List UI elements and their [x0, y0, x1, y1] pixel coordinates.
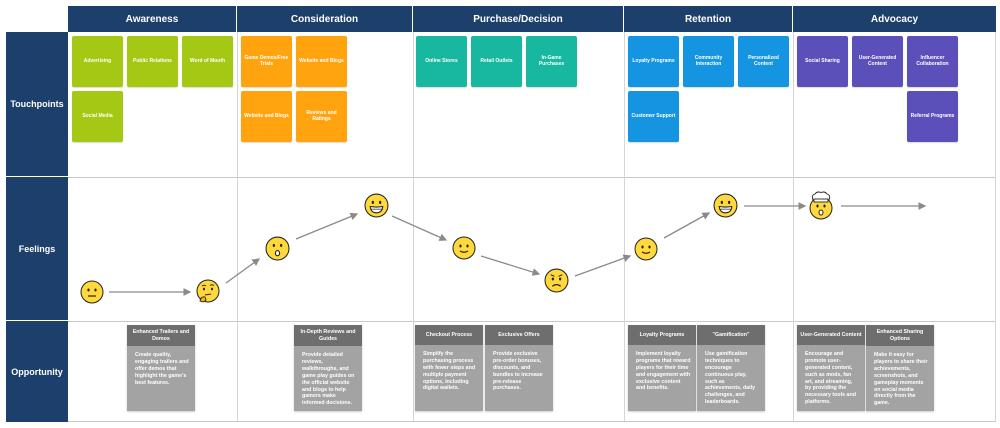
column-divider — [237, 32, 238, 421]
row-divider — [68, 421, 996, 422]
touchpoint-card: Referral Programs — [907, 91, 958, 142]
stage-header-retention: Retention — [624, 6, 793, 32]
grinning-face-icon — [713, 193, 738, 218]
touchpoint-card: Website and Blogs — [296, 36, 347, 87]
column-divider — [413, 32, 414, 421]
flow-arrow — [295, 212, 359, 240]
opportunity-card: User-Generated Content Encourage and pro… — [797, 325, 865, 411]
opportunity-card-body: Create quality, engaging trailers and of… — [135, 352, 189, 386]
opportunity-card-body: Encourage and promote user-generated con… — [805, 351, 856, 406]
smiling-face-icon — [634, 237, 658, 261]
column-divider — [995, 32, 996, 421]
opportunity-card-body: Use gamification techniques to encourage… — [705, 351, 756, 406]
touchpoint-card: In-Game Purchases — [526, 36, 577, 87]
column-divider — [624, 32, 625, 421]
stage-header-bar: Awareness Consideration Purchase/Decisio… — [68, 6, 996, 32]
touchpoint-card: Game Demos/Free Trials — [241, 36, 292, 87]
touchpoint-card: Public Relations — [127, 36, 178, 87]
flow-arrow — [225, 258, 261, 284]
grinning-face-icon — [364, 193, 389, 218]
opportunity-card-body: Simplify the purchasing process with few… — [423, 351, 476, 392]
opportunity-card-title: Enhanced Sharing Options — [866, 325, 934, 347]
flow-arrow — [480, 255, 541, 276]
touchpoint-card: Online Stores — [416, 36, 467, 87]
stage-header-awareness: Awareness — [68, 6, 237, 32]
frowning-face-icon — [544, 268, 569, 293]
opportunity-card-title: Enhanced Trailers and Demos — [127, 325, 195, 347]
touchpoint-card: Retail Outlets — [471, 36, 522, 87]
opportunity-card-body: Make it easy for players to share their … — [874, 352, 928, 407]
opportunity-card-title: Exclusive Offers — [485, 325, 553, 345]
touchpoint-card: Community Interaction — [683, 36, 734, 87]
touchpoint-card: Word of Mouth — [182, 36, 233, 87]
neutral-face-icon — [80, 280, 104, 304]
touchpoint-card: User-Generated Content — [852, 36, 903, 87]
opportunity-card: Enhanced Trailers and Demos Create quali… — [127, 325, 195, 411]
stage-header-advocacy: Advocacy — [793, 6, 996, 32]
chef-face-icon — [809, 191, 833, 220]
thinking-face-icon — [196, 279, 220, 303]
flow-arrow — [391, 215, 448, 241]
opportunity-card-title: Loyalty Programs — [628, 325, 696, 345]
opportunity-card: Enhanced Sharing Options Make it easy fo… — [866, 325, 934, 411]
opportunity-card-body: Implement loyalty programs that reward p… — [636, 351, 691, 392]
opportunity-card-title: Checkout Process — [415, 325, 483, 345]
row-header-touchpoints: Touchpoints — [6, 32, 68, 177]
stage-header-purchase: Purchase/Decision — [413, 6, 624, 32]
flow-arrow — [574, 254, 632, 277]
touchpoint-card: Social Media — [72, 91, 123, 142]
opportunity-card: Checkout Process Simplify the purchasing… — [415, 325, 483, 411]
row-divider — [68, 177, 996, 178]
column-divider — [793, 32, 794, 421]
opportunity-card: Exclusive Offers Provide exclusive pre-o… — [485, 325, 553, 411]
smiling-face-icon — [452, 236, 476, 260]
surprised-face-icon — [265, 236, 290, 261]
touchpoint-card: Personalized Content — [738, 36, 789, 87]
opportunity-card: Loyalty Programs Implement loyalty progr… — [628, 325, 696, 411]
opportunity-card-title: In-Depth Reviews and Guides — [294, 325, 362, 347]
opportunity-card-title: User-Generated Content — [797, 325, 865, 345]
row-header-feelings: Feelings — [6, 177, 68, 321]
opportunity-card: In-Depth Reviews and Guides Provide deta… — [294, 325, 362, 411]
touchpoint-card: Social Sharing — [797, 36, 848, 87]
touchpoint-card: Advertising — [72, 36, 123, 87]
opportunity-card-body: Provide exclusive pre-order bonuses, dis… — [493, 351, 543, 392]
opportunity-card-body: Provide detailed reviews, walkthroughs, … — [302, 352, 355, 407]
row-divider — [68, 321, 996, 322]
opportunity-card-title: "Gamification" — [697, 325, 765, 345]
touchpoint-card: Website and Blogs — [241, 91, 292, 142]
touchpoint-card: Reviews and Ratings — [296, 91, 347, 142]
flow-arrow — [663, 212, 711, 239]
touchpoint-card: Loyalty Programs — [628, 36, 679, 87]
opportunity-card: "Gamification" Use gamification techniqu… — [697, 325, 765, 411]
touchpoint-card: Customer Support — [628, 91, 679, 142]
stage-header-consideration: Consideration — [237, 6, 413, 32]
row-header-opportunity: Opportunity — [6, 321, 68, 422]
touchpoint-card: Influencer Collaboration — [907, 36, 958, 87]
